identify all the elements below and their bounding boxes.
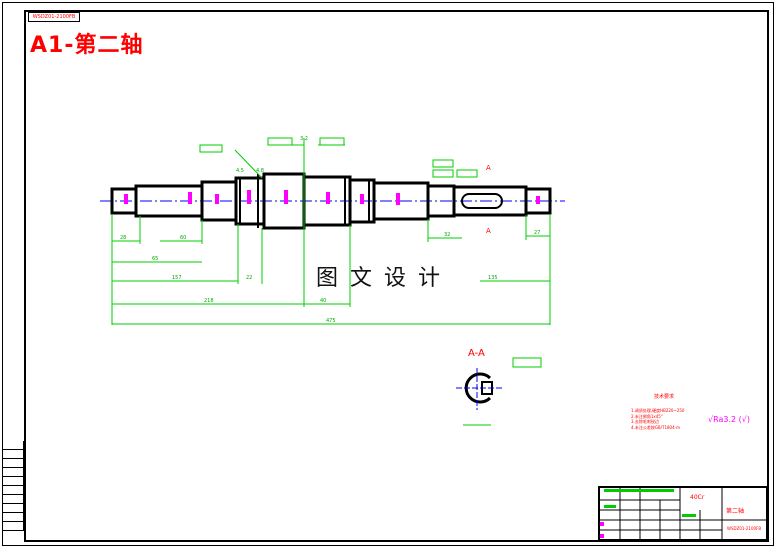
tech-note: 3.去除毛刺锐边 — [631, 419, 659, 424]
tolerance-markers — [124, 190, 540, 205]
title-block-corner-marks — [600, 522, 604, 538]
dim-label: 32 — [444, 232, 450, 238]
title-block-marks — [604, 489, 696, 517]
title-block-material: 40Cr — [690, 494, 705, 501]
watermark-text: 图文设计 — [316, 266, 453, 291]
strip-cell — [3, 522, 24, 531]
strip-cell — [3, 459, 24, 468]
dim-label: 218 — [204, 298, 214, 304]
strip-cell — [3, 495, 24, 504]
left-revision-strip — [3, 441, 24, 531]
strip-cell — [3, 477, 24, 486]
keyway-slot — [461, 193, 503, 209]
dim-label: 65 — [152, 256, 158, 262]
tech-note: 4.未注公差按GB/T1804-m — [631, 424, 680, 430]
strip-cell — [3, 468, 24, 477]
title-block-grid — [598, 486, 768, 541]
dimension-lines — [111, 138, 551, 325]
tech-note: 2.未注倒角1x45° — [631, 413, 663, 419]
section-markers: A A — [486, 164, 491, 235]
technical-notes: 1.调质处理,硬度HB220~250 2.未注倒角1x45° 3.去除毛刺锐边 … — [631, 408, 684, 430]
strip-cell — [3, 486, 24, 495]
title-block — [598, 486, 768, 541]
strip-cell — [3, 504, 24, 513]
shaft-section-11 — [524, 187, 552, 215]
dim-label: 4.8 — [256, 168, 264, 174]
strip-cell — [3, 441, 24, 450]
strip-cell — [3, 450, 24, 459]
svg-text:A: A — [486, 227, 491, 235]
gdt-callouts — [199, 137, 542, 368]
sheet-title: A1-第二轴 — [30, 33, 144, 58]
drawing-number-box: WSDZ01-2100FB — [28, 12, 80, 22]
dimension-texts: 28 60 65 157 22 218 40 475 135 32 27 4.8… — [120, 136, 540, 324]
technical-requirements-title: 技术要求 — [654, 394, 675, 400]
dim-label: 135 — [488, 275, 498, 281]
sheet-border-inner — [24, 10, 769, 542]
dim-label: 22 — [246, 275, 252, 281]
dim-label: 40 — [320, 298, 326, 304]
strip-cell — [3, 513, 24, 522]
dim-label: 3.2 — [300, 136, 308, 142]
dim-label: 4.5 — [236, 168, 244, 174]
dim-label: 27 — [534, 230, 540, 236]
shaft-grooves — [239, 174, 370, 228]
dim-label: 60 — [180, 235, 186, 241]
svg-text:A: A — [486, 164, 491, 172]
title-block-code: WSDZ01-2100FB — [727, 526, 762, 531]
dim-label: 157 — [172, 275, 182, 281]
roughness-symbol: √Ra3.2 (√) — [708, 415, 750, 424]
title-block-part-name: 第二轴 — [726, 508, 745, 515]
tech-note: 1.调质处理,硬度HB220~250 — [631, 408, 685, 413]
dim-label: 475 — [326, 318, 336, 324]
dim-label: 28 — [120, 235, 126, 241]
section-view-label: A-A — [468, 348, 485, 359]
